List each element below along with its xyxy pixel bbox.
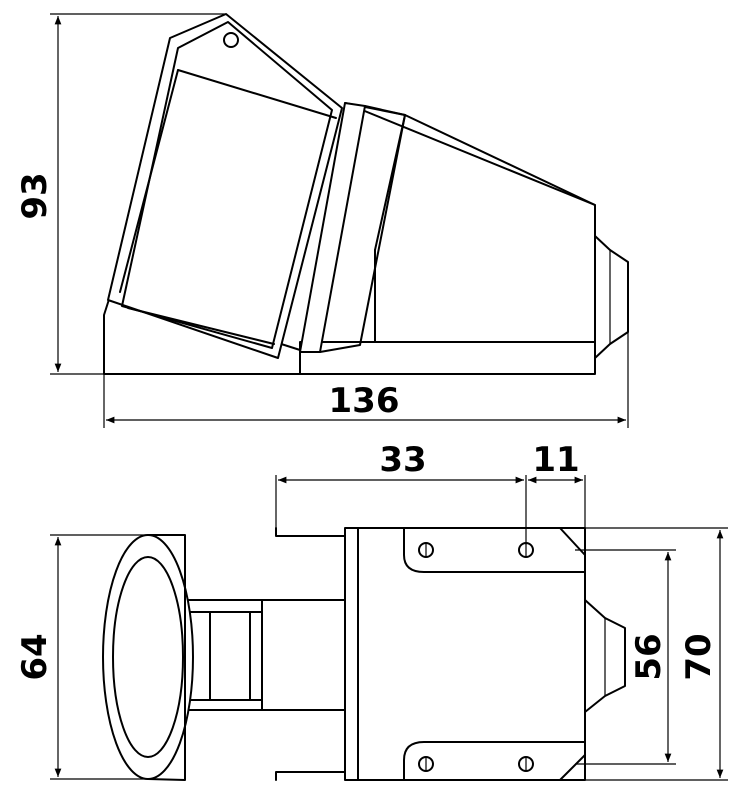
side-lid-hole	[223, 32, 239, 48]
dim-inner-56: 56	[629, 633, 669, 680]
dim-height-side: 93	[15, 172, 55, 219]
top-socket-flange	[102, 534, 194, 780]
dim-length-side: 136	[329, 381, 400, 421]
top-slot-upper	[403, 527, 586, 573]
side-view: 93 136	[15, 13, 629, 428]
dim-outer-70: 70	[679, 633, 719, 680]
top-slot-lower	[403, 741, 586, 781]
dim-11: 11	[532, 440, 579, 480]
side-cable-gland	[594, 235, 629, 359]
dim-width-front: 64	[15, 633, 55, 680]
top-neck	[184, 599, 346, 711]
dim-33: 33	[379, 440, 426, 480]
top-view: 33 11 64 56 70	[15, 440, 728, 781]
side-socket-face	[107, 13, 343, 359]
top-body	[344, 527, 586, 781]
top-cable-gland	[584, 599, 626, 713]
